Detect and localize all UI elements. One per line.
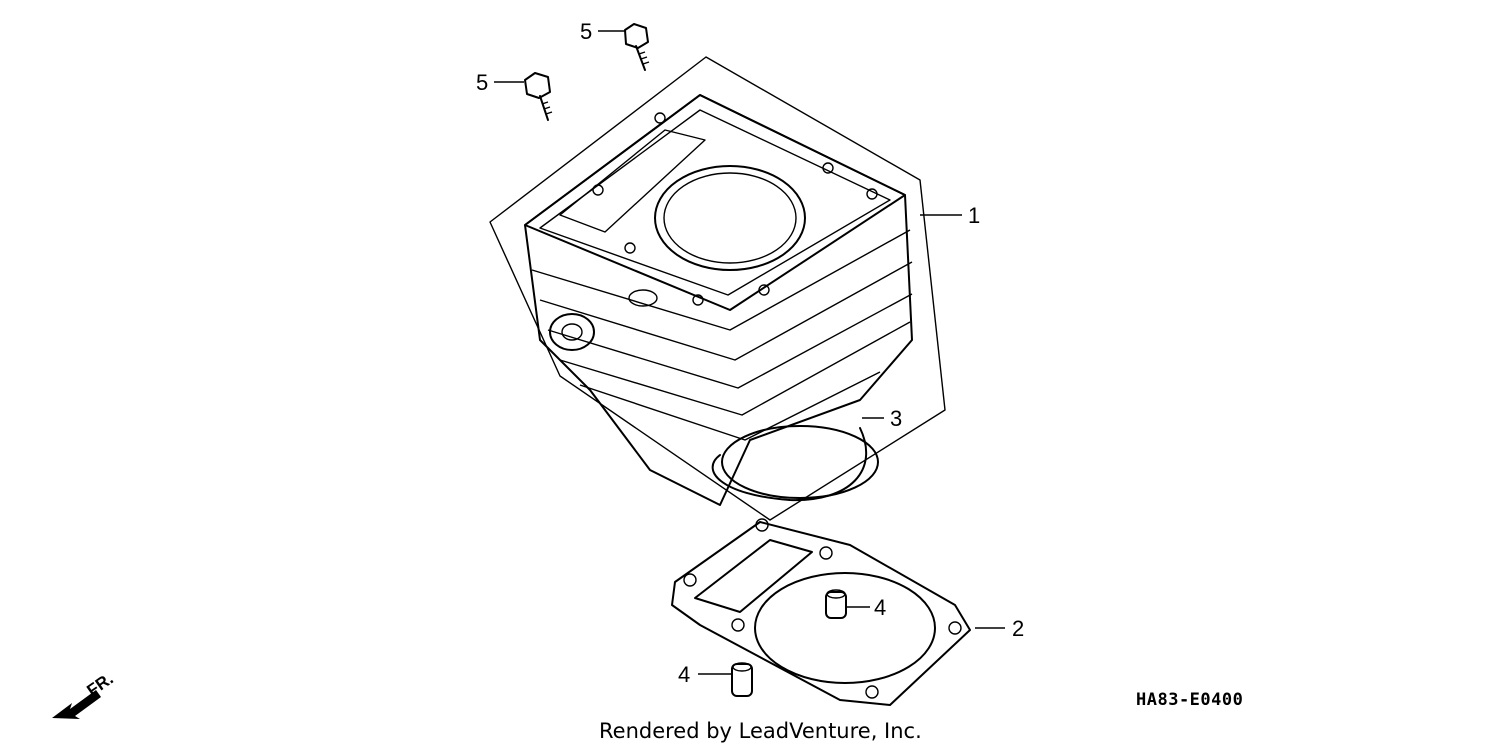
- leader-lines: [494, 30, 1005, 675]
- front-arrow-icon: [52, 690, 101, 719]
- callout-5-lower: 5: [476, 70, 488, 95]
- diagram-code: HA83-E0400: [1136, 690, 1243, 710]
- dowel-pin-lower[interactable]: [731, 662, 753, 697]
- callout-2: 2: [1012, 616, 1024, 641]
- front-direction-indicator: FR.: [52, 669, 117, 719]
- o-ring[interactable]: [721, 425, 879, 499]
- render-credit: Rendered by LeadVenture, Inc.: [599, 719, 922, 743]
- callout-4-upper: 4: [874, 595, 886, 620]
- callout-3: 3: [890, 406, 902, 431]
- cylinder-base-gasket[interactable]: [671, 518, 971, 706]
- callout-1: 1: [968, 203, 980, 228]
- flange-bolt-lower[interactable]: [524, 72, 553, 121]
- callout-4-lower: 4: [678, 662, 690, 687]
- callout-5-upper: 5: [580, 19, 592, 44]
- flange-bolt-upper[interactable]: [624, 23, 650, 71]
- cylinder[interactable]: [524, 94, 913, 506]
- cylinder-assembly-outline: [489, 56, 946, 521]
- dowel-pin-upper[interactable]: [825, 589, 847, 619]
